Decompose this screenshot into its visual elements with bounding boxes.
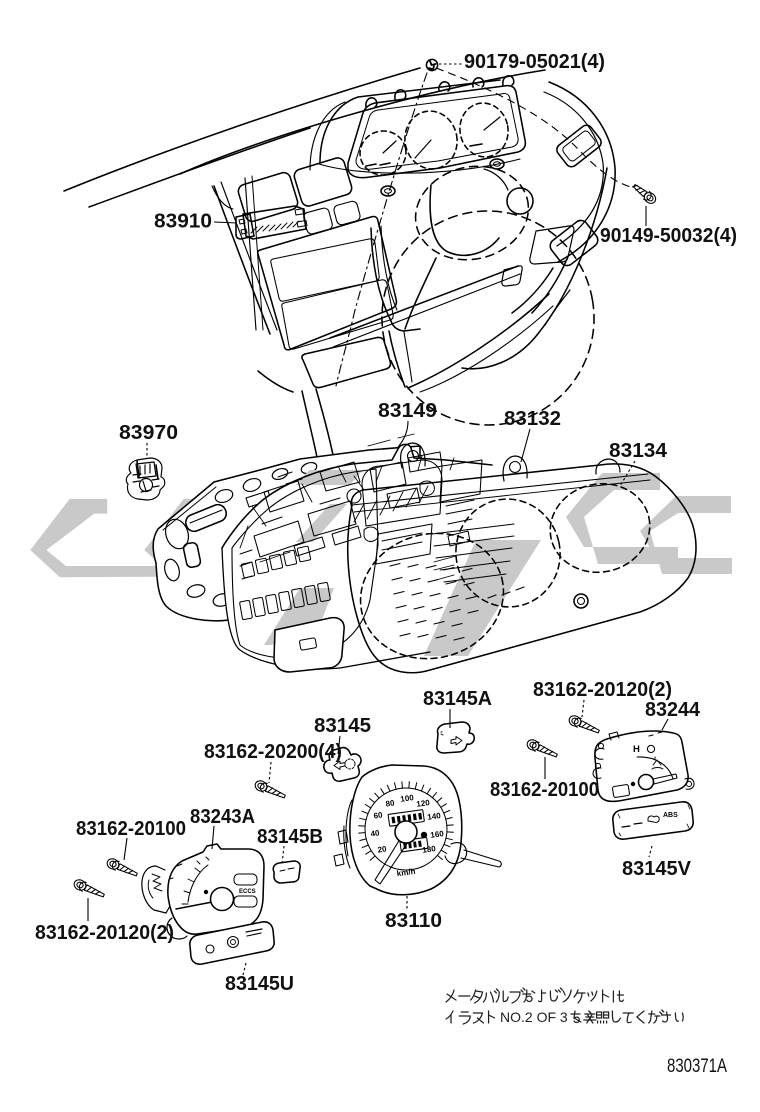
svg-text:80: 80: [385, 798, 396, 808]
svg-text:90149-50032(4): 90149-50032(4): [600, 225, 737, 247]
svg-text:90179-05021(4): 90179-05021(4): [464, 51, 605, 73]
svg-text:83110: 83110: [385, 910, 442, 932]
svg-text:83145U: 83145U: [225, 973, 294, 995]
svg-text:83149: 83149: [378, 400, 437, 422]
svg-text:ECCS: ECCS: [239, 889, 256, 895]
svg-text:83145: 83145: [314, 715, 371, 737]
svg-text:NO.2 OF 3: NO.2 OF 3: [500, 1009, 568, 1025]
svg-text:180: 180: [422, 844, 437, 855]
svg-text:830371A: 830371A: [667, 1056, 727, 1077]
svg-text:83145B: 83145B: [257, 826, 323, 848]
svg-text:83970: 83970: [119, 422, 178, 444]
svg-text:83134: 83134: [609, 440, 668, 462]
svg-text:120: 120: [416, 798, 431, 809]
svg-text:ABS: ABS: [663, 812, 678, 819]
svg-text:160: 160: [430, 829, 445, 840]
svg-text:83145V: 83145V: [622, 858, 692, 880]
svg-text:83132: 83132: [504, 408, 561, 430]
svg-text:20: 20: [377, 844, 388, 854]
svg-text:83162-20200(4): 83162-20200(4): [204, 741, 342, 763]
svg-text:83162-20120(2): 83162-20120(2): [35, 922, 174, 944]
svg-text:140: 140: [427, 811, 442, 822]
svg-text:83162-20100: 83162-20100: [76, 818, 186, 840]
svg-text:83162-20100: 83162-20100: [490, 779, 599, 801]
svg-text:83145A: 83145A: [423, 688, 492, 710]
svg-text:km/h: km/h: [396, 867, 416, 879]
svg-text:60: 60: [373, 810, 384, 820]
svg-text:83910: 83910: [154, 211, 212, 233]
svg-text:83244: 83244: [645, 699, 701, 721]
svg-text:83162-20120(2): 83162-20120(2): [533, 679, 672, 701]
svg-text:40: 40: [370, 828, 381, 838]
svg-text:H: H: [633, 744, 640, 755]
svg-text:83243A: 83243A: [190, 806, 255, 828]
svg-text:100: 100: [400, 793, 415, 804]
